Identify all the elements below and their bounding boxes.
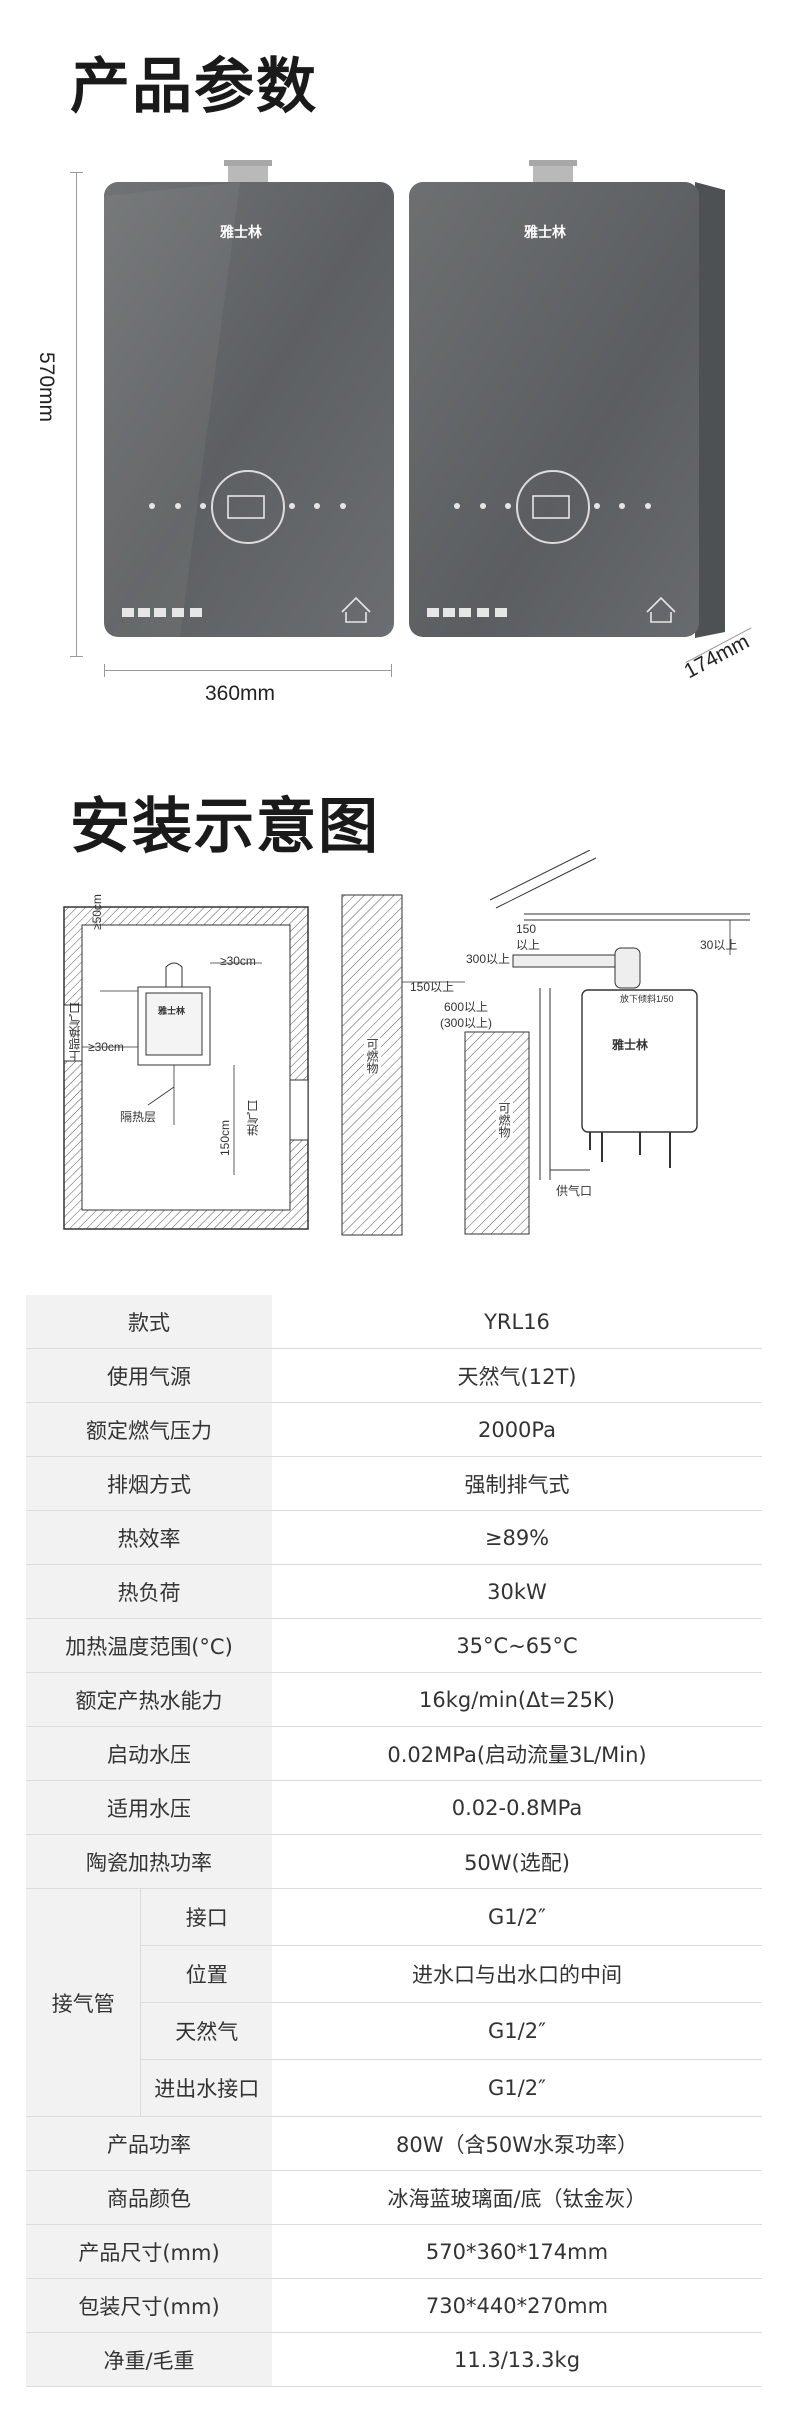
dim-150-top-b: 以上	[516, 938, 541, 952]
install-title: 安装示意图	[70, 792, 380, 862]
installation-vent-diagram	[341, 850, 750, 1236]
gas-inlet-label: 供气口	[556, 1184, 593, 1198]
dim-300b-label: (300以上)	[440, 1016, 493, 1030]
height-label: 570mm	[35, 351, 58, 423]
height-dimension-tick-top	[70, 172, 83, 173]
heater-front-view	[104, 160, 394, 637]
insulation-label: 隔热层	[120, 1110, 157, 1124]
dim-300-label: 300以上	[466, 952, 511, 966]
height-dimension-line	[76, 172, 77, 657]
brand-logo-install: 雅士林	[612, 1038, 649, 1052]
table-row: 排烟方式强制排气式	[26, 1456, 762, 1511]
gap-right-label: ≥30cm	[220, 954, 256, 968]
width-dimension-tick-left	[104, 664, 105, 677]
wall1-label: 可燃物	[364, 1038, 381, 1074]
brand-logo-side: 雅士林	[524, 224, 566, 240]
wall2-label: 可燃物	[496, 1102, 513, 1138]
installation-room-diagram	[63, 906, 309, 1230]
width-label: 360mm	[205, 682, 276, 705]
intake-label: 进气口	[246, 1100, 260, 1136]
slope-label: 放下倾斜1/50	[620, 994, 674, 1004]
table-row: 加热温度范围(°C)35°C~65°C	[26, 1618, 762, 1673]
height-dimension-tick-bottom	[70, 656, 83, 657]
dim-600-label: 600以上	[444, 1000, 489, 1014]
dim-150-left-label: 150以上	[410, 980, 455, 994]
brand-logo-front: 雅士林	[220, 224, 262, 240]
gap-top-label: ≥50cm	[90, 894, 104, 930]
table-row: 位置进水口与出水口的中间	[26, 1945, 762, 2003]
dim-30-label: 30以上	[700, 938, 738, 952]
gap-bottom-label: 150cm	[218, 1120, 232, 1157]
pipe-group-label: 接气管	[26, 1888, 142, 2117]
table-row: 商品颜色冰海蓝玻璃面/底（钛金灰）	[26, 2170, 762, 2225]
width-dimension-tick-right	[391, 664, 392, 677]
exhaust-label: 上部换气口	[68, 1002, 82, 1062]
table-row: 产品尺寸(mm)570*360*174mm	[26, 2224, 762, 2279]
table-row: 热效率≥89%	[26, 1510, 762, 1565]
table-row: 使用气源天然气(12T)	[26, 1348, 762, 1403]
dim-150-top: 150	[516, 922, 537, 936]
params-title: 产品参数	[70, 52, 318, 122]
brand-logo-diagram: 雅士林	[158, 1006, 186, 1016]
table-row: 包装尺寸(mm)730*440*270mm	[26, 2278, 762, 2333]
table-row: 接气管 接口 G1/2″	[26, 1888, 762, 2117]
gap-left-label: ≥30cm	[88, 1040, 124, 1054]
heater-side-view	[409, 160, 725, 638]
width-dimension-line	[104, 670, 392, 671]
